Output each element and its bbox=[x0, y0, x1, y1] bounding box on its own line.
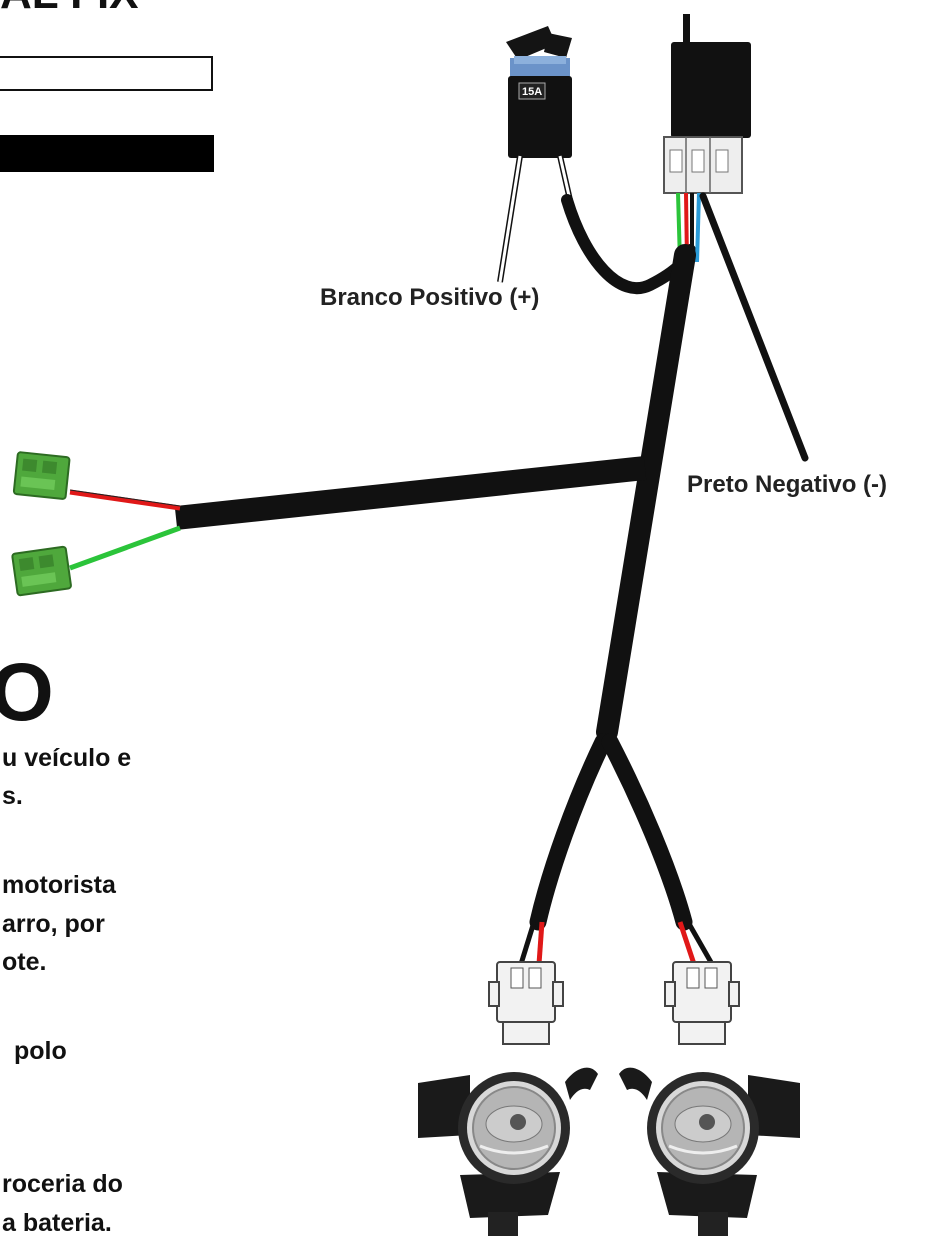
right-lamp-red-wire bbox=[677, 921, 697, 965]
left-harness-branch bbox=[529, 733, 612, 931]
left-lamp-black-wire bbox=[518, 921, 537, 965]
wire-edge bbox=[69, 489, 181, 507]
instruction-line-2: s. bbox=[2, 782, 23, 810]
relay-block bbox=[663, 14, 751, 194]
right-lamp-connector bbox=[664, 961, 740, 1045]
right-harness-branch bbox=[601, 733, 693, 931]
page-title: AL FIX bbox=[0, 0, 139, 18]
outline-bar bbox=[0, 56, 213, 91]
instruction-line-3: motorista bbox=[2, 871, 117, 899]
instruction-line-8: a bateria. bbox=[2, 1209, 112, 1237]
instruction-line-4: arro, por bbox=[2, 910, 105, 938]
right-lamp-black-wire bbox=[685, 920, 715, 966]
instruction-line-1: u veículo e bbox=[2, 744, 131, 772]
main-harness-trunk bbox=[596, 244, 696, 743]
green-wire-to-connector bbox=[69, 525, 181, 571]
green-connector-top bbox=[12, 451, 71, 500]
instruction-line-7: roceria do bbox=[2, 1170, 123, 1198]
left-fog-lamp bbox=[418, 1067, 598, 1236]
instruction-line-6: polo bbox=[14, 1037, 67, 1065]
red-wire-to-connector bbox=[69, 489, 181, 511]
branch-harness bbox=[174, 456, 647, 530]
instruction-line-5: ote. bbox=[2, 948, 46, 976]
green-connector-bottom bbox=[11, 545, 72, 597]
left-lamp-connector bbox=[488, 961, 564, 1045]
section-title-glyph: O bbox=[0, 647, 54, 738]
negative-label: Preto Negativo (-) bbox=[687, 471, 887, 498]
left-lamp-red-wire bbox=[536, 921, 545, 965]
negative-lead bbox=[699, 192, 809, 462]
relay-blue-wire bbox=[695, 192, 701, 263]
fuse-rating: 15A bbox=[522, 86, 542, 98]
right-fog-lamp bbox=[619, 1067, 800, 1236]
positive-label: Branco Positivo (+) bbox=[320, 284, 539, 311]
fuse-holder: 15A bbox=[497, 26, 573, 283]
black-bar bbox=[0, 135, 214, 172]
